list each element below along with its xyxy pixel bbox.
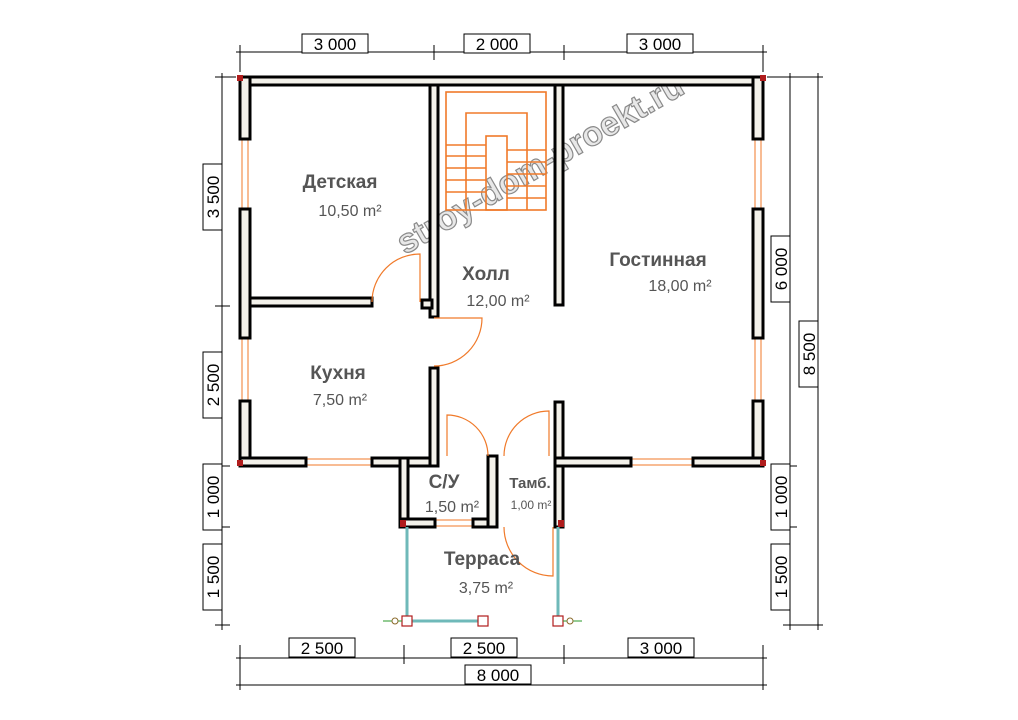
svg-text:1 500: 1 500 [204, 556, 223, 599]
windows [241, 138, 762, 527]
dimension-labels: 3 000 2 000 3 000 2 500 2 500 3 000 8 00… [202, 33, 819, 685]
dimension-lines [215, 45, 823, 690]
room-tambur: Тамб. 1,00 m² [509, 475, 551, 512]
svg-text:18,00 m²: 18,00 m² [648, 278, 712, 295]
room-gostinnaya: Гостинная 18,00 m² [609, 250, 712, 295]
terrace-railing [383, 527, 582, 627]
svg-text:3 000: 3 000 [640, 639, 683, 658]
svg-text:1 500: 1 500 [772, 556, 791, 599]
doors [371, 253, 554, 577]
svg-text:Гостинная: Гостинная [609, 250, 706, 271]
svg-text:С/У: С/У [429, 472, 460, 493]
svg-text:8 500: 8 500 [800, 333, 819, 376]
svg-text:6 000: 6 000 [772, 248, 791, 291]
svg-text:12,00 m²: 12,00 m² [466, 293, 530, 310]
svg-text:Кухня: Кухня [310, 363, 366, 384]
svg-text:7,50 m²: 7,50 m² [313, 392, 368, 409]
svg-text:1 000: 1 000 [204, 476, 223, 519]
svg-text:Холл: Холл [462, 264, 510, 285]
svg-text:Детская: Детская [303, 172, 378, 193]
room-holl: Холл 12,00 m² [462, 264, 530, 310]
svg-text:3 500: 3 500 [204, 176, 223, 219]
svg-text:1 000: 1 000 [772, 476, 791, 519]
svg-text:2 500: 2 500 [463, 639, 506, 658]
svg-text:10,50 m²: 10,50 m² [318, 203, 382, 220]
room-detskaya: Детская 10,50 m² [303, 172, 383, 220]
svg-text:3 000: 3 000 [639, 35, 682, 54]
room-kukhnya: Кухня 7,50 m² [310, 363, 368, 409]
svg-text:Тамб.: Тамб. [509, 475, 550, 492]
svg-text:3,75 m²: 3,75 m² [459, 580, 514, 597]
svg-text:2 000: 2 000 [476, 35, 519, 54]
staircase [445, 91, 547, 211]
svg-text:1,00 m²: 1,00 m² [511, 498, 552, 512]
svg-text:Терраса: Терраса [444, 549, 521, 570]
svg-text:2 500: 2 500 [204, 364, 223, 407]
svg-text:2 500: 2 500 [301, 639, 344, 658]
svg-text:8 000: 8 000 [477, 666, 520, 685]
room-terrasa: Терраса 3,75 m² [444, 549, 521, 597]
svg-text:3 000: 3 000 [314, 35, 357, 54]
svg-text:1,50 m²: 1,50 m² [425, 499, 480, 516]
room-su: С/У 1,50 m² [425, 472, 480, 516]
